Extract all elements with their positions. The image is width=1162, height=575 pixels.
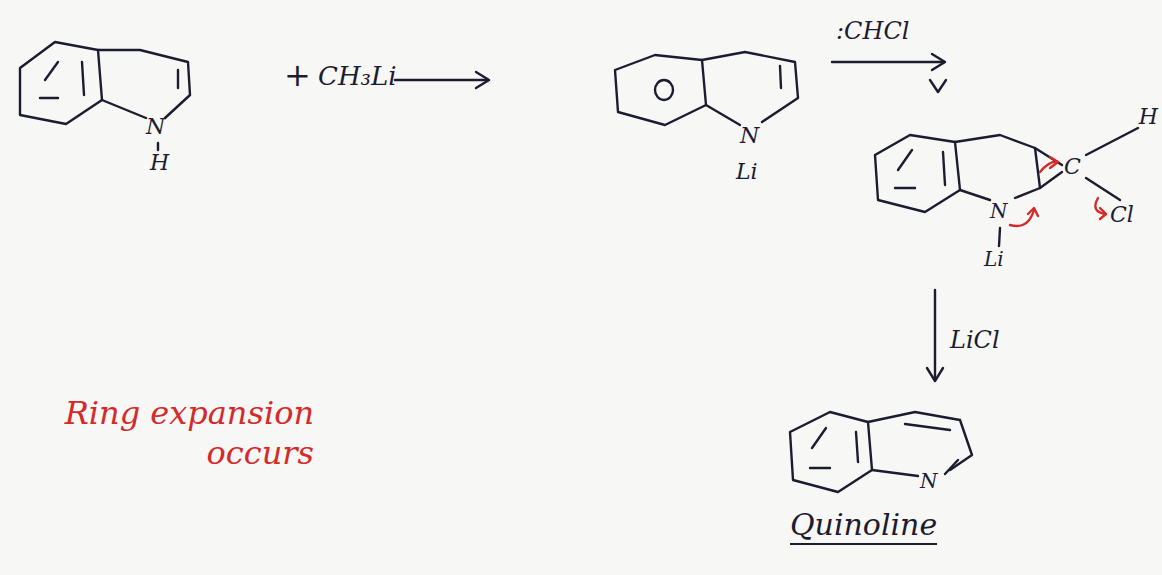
byproduct-label: LiCl [950, 327, 1000, 353]
atom-label: Li [984, 248, 1004, 270]
atom-label: H [150, 151, 169, 175]
electron-arrows [1010, 157, 1106, 226]
atom-label: Li [736, 160, 758, 184]
atom-label: N [146, 115, 165, 139]
plus-sign: + [284, 58, 311, 93]
atom-label: N [920, 470, 938, 492]
product-name: Quinoline [790, 508, 937, 545]
reaction-arrow [927, 290, 943, 381]
cyclopropane-intermediate [875, 128, 1138, 246]
reaction-arrow [832, 54, 946, 92]
quinoline-structure [790, 412, 972, 492]
atom-label: N [740, 124, 759, 148]
indole-structure [20, 42, 190, 150]
reaction-arrow [395, 72, 489, 88]
indolyl-lithium-structure [615, 52, 798, 125]
atom-label: Cl [1110, 203, 1134, 227]
annotation: Ring expansion occurs [4, 393, 314, 473]
atom-label: C [1064, 155, 1081, 179]
atom-label: N [990, 200, 1008, 222]
atom-label: H [1139, 105, 1158, 129]
reagent-label: CH₃Li [318, 62, 397, 91]
reagent-label: :CHCl [836, 18, 909, 44]
